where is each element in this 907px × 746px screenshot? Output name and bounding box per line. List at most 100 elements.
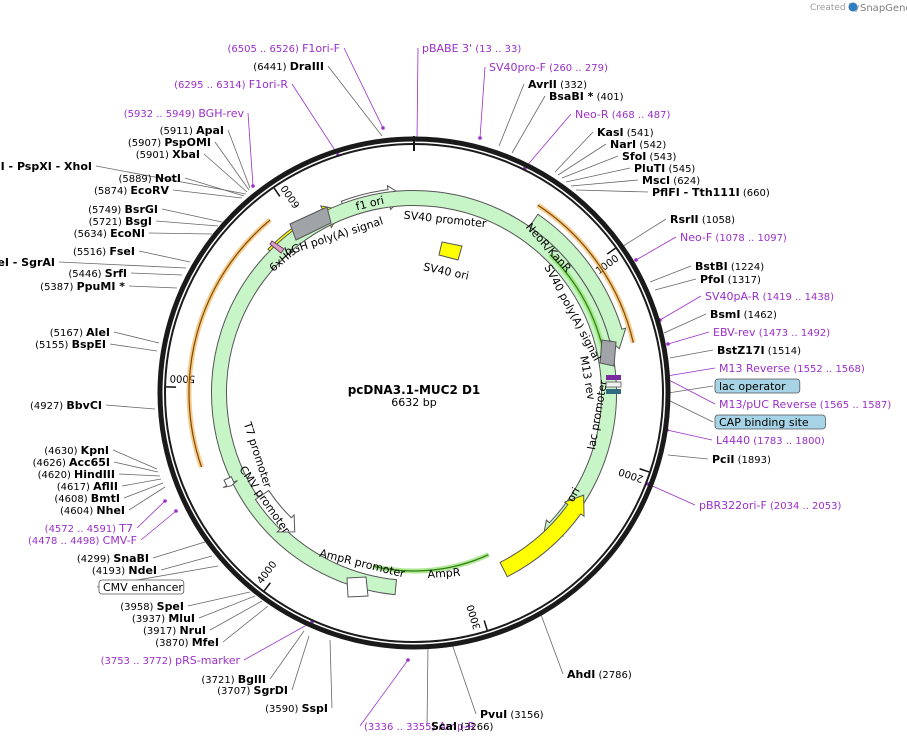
position-text: (1224) (728, 262, 765, 273)
mfei-leader-line (222, 605, 269, 643)
ebv-rev-leader-line (667, 331, 710, 345)
l4440-primer-label: L4440 (1783 .. 1800) (716, 434, 825, 447)
m13-reverse-leader-line (666, 367, 716, 377)
position-text: (1058) (699, 215, 736, 226)
snapgene-credit: Created by SnapGene (810, 2, 907, 14)
m13-rev-block (606, 375, 621, 380)
label-name: DraIII (290, 60, 324, 73)
tick-label: 6000 (279, 183, 302, 210)
pflfi-site-label: PflFI - Tth111I (660) (652, 186, 770, 199)
label-name: FseI (109, 245, 135, 258)
label-name-extra: - PspXI (5, 160, 52, 173)
ebv-rev-primer-mark (666, 342, 670, 346)
position-text: (260 .. 279) (546, 63, 608, 74)
label-name: NheI (96, 504, 125, 517)
leader-lines (58, 47, 716, 727)
label-name: BbvCI (66, 399, 102, 412)
label-name-extra: - SgrAI (9, 256, 55, 269)
label-name: KasI (597, 126, 624, 139)
bsmi-site-label: BsmI (1462) (710, 308, 777, 321)
econi-site-label: (5634) EcoNI (74, 227, 145, 240)
position-text: (1552 .. 1568) (790, 364, 865, 375)
bsgi-leader-line (155, 220, 219, 227)
f1ori-r-leader-line (291, 83, 339, 156)
scai-leader-line (426, 645, 429, 727)
f1ori-f-primer-label: (6505 .. 6526) F1ori-F (227, 42, 340, 55)
bgh-rev-primer-mark (251, 184, 255, 188)
label-name: MfeI (192, 636, 219, 649)
econi-leader-line (148, 232, 213, 235)
position-text: (624) (670, 176, 700, 187)
nari-site-label: NarI (542) (610, 138, 666, 151)
m13-puc-reverse-leader-line (666, 378, 716, 405)
label-name: EcoNI (110, 227, 145, 240)
ori-arrow (499, 494, 585, 578)
position-text: (1565 .. 1587) (817, 400, 892, 411)
draiii-site-label: (6441) DraIII (253, 60, 324, 73)
label-name: KpnI (81, 444, 109, 457)
pfoi-site-label: PfoI (1317) (700, 273, 761, 286)
position-text: (3266) (457, 722, 494, 733)
alei-leader-line (113, 331, 160, 344)
cap-binding-site-feature-box: CAP binding site (714, 414, 826, 430)
neo-r-primer-label: Neo-R (468 .. 487) (575, 108, 671, 121)
label-name: M13 Reverse (719, 362, 790, 375)
position-text: (4626) (33, 458, 69, 469)
label-name: pRS-marker (175, 654, 240, 667)
bspei-site-label: (5155) BspEI (35, 338, 106, 351)
position-text: (3156) (507, 710, 544, 721)
label-name: F1ori-F (302, 42, 340, 55)
backbone-ring (157, 136, 671, 650)
avrii-site-label: AvrII (332) (528, 78, 587, 91)
acc65i-leader-line (113, 461, 159, 473)
srfi-leader-line (130, 272, 183, 276)
bsabi-site-label: BsaBI * (401) (549, 90, 624, 103)
backbone-inner-strand (164, 143, 664, 643)
label-name: Amp-R (439, 720, 476, 733)
lac-operator-leader-line (667, 385, 714, 394)
position-text: (4478 .. 4498) (28, 536, 103, 547)
msci-leader-line (570, 179, 639, 187)
label-name: ApaI (196, 124, 224, 137)
label-name: Acc65I (69, 456, 110, 469)
label-name: AhdI (567, 668, 595, 681)
tick-label: 2000 (617, 465, 645, 484)
label-name: PluTI (634, 162, 665, 175)
bgh-polya-block (289, 206, 332, 241)
pvui-leader-line (451, 643, 477, 715)
nhei-leader-line (128, 486, 166, 511)
label-name-extra: - Tth111I (680, 186, 740, 199)
label-name: NotI (155, 172, 181, 185)
ampr-promoter-block (346, 576, 369, 598)
cmv-enhancer-feature-box: CMV enhancer (98, 579, 185, 595)
kpni-leader-line (112, 449, 158, 470)
rsrii-site-label: RsrII (1058) (670, 213, 735, 226)
sv40-polya-block (599, 339, 617, 367)
label-name: NruI (179, 624, 206, 637)
spei-site-label: (3958) SpeI (120, 600, 184, 613)
position-text: (4193) (92, 566, 128, 577)
acc65i-site-label: (4626) Acc65I (33, 456, 110, 469)
label-name: SnaBI (113, 552, 149, 565)
position-text: (6295 .. 6314) (174, 80, 249, 91)
label-name: SfoI (622, 150, 646, 163)
prs-marker-leader-line (243, 621, 313, 661)
msci-site-label: MscI (624) (642, 174, 700, 187)
sv40pa-r-leader-line (659, 295, 702, 321)
tick-mark (263, 582, 271, 592)
label-name: NarI (610, 138, 636, 151)
mlui-leader-line (198, 595, 256, 619)
position-text: (5634) (74, 229, 110, 240)
neo-f-primer-label: Neo-F (1078 .. 1097) (680, 231, 787, 244)
label-name: BglII (238, 673, 266, 686)
plasmid-name: pcDNA3.1-MUC2 D1 (348, 383, 481, 397)
position-text: (3958) (120, 602, 156, 613)
label-name: NdeI (128, 564, 157, 577)
label-name: BGH-rev (198, 107, 244, 120)
position-text: (545) (665, 164, 695, 175)
aflii-leader-line (121, 478, 162, 487)
ecorv-leader-line (172, 189, 243, 199)
orf-orange-arc-b-line (188, 219, 271, 468)
